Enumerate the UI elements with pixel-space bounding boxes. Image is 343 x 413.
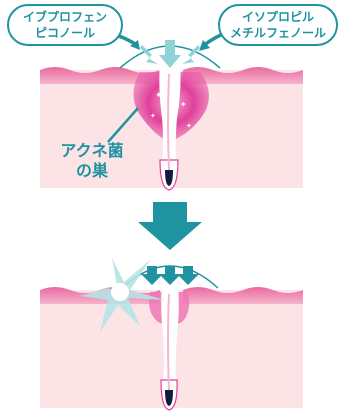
arrow-icon — [159, 40, 181, 68]
arrow-icon — [141, 266, 163, 285]
acne-nest-line1: アクネ菌 — [60, 141, 123, 160]
bottom-skin-panel — [40, 258, 303, 411]
top-skin-surface-band — [40, 67, 160, 84]
arrow-icon — [182, 45, 200, 64]
ingredient-right-bubble — [218, 4, 338, 46]
top-hair-shaft — [167, 73, 170, 171]
ingredient-right-line2: メチルフェノール — [230, 26, 326, 40]
top-pore-channel — [159, 60, 181, 165]
bottom-hair-root — [165, 390, 173, 406]
arrow-icon — [130, 40, 140, 50]
acne-nest-line2: の巣 — [76, 161, 109, 180]
top-inflow-arrows — [140, 40, 200, 68]
arrow-icon — [140, 45, 158, 64]
sparkle-icon: ✦ — [150, 112, 156, 120]
bottom-pore-channel — [161, 282, 179, 385]
sparkle-icon: ✦ — [186, 122, 192, 130]
ingredient-right-line1: イソプロピル — [242, 9, 314, 24]
bottom-skin-surface-band-right — [183, 287, 303, 304]
bottom-hair-shaft — [167, 293, 170, 393]
ingredient-left-line2: ピコノール — [35, 26, 95, 40]
arrow-icon — [177, 266, 199, 285]
arrow-icon — [159, 266, 181, 285]
transition-down-arrow — [138, 202, 202, 250]
arrow-icon — [199, 40, 210, 51]
top-skin-panel: ✦ ✦ ✦ ✦ イブプロフェン ピコノール イソプロピル メチルフェノール アク… — [7, 4, 338, 191]
sparkle-icon: ✦ — [155, 91, 163, 101]
top-skin-surface-band-right — [183, 67, 303, 84]
ingredient-left-bubble — [7, 4, 123, 46]
bottom-push-arrows — [141, 266, 199, 285]
starburst-icon — [80, 258, 165, 332]
acne-nest-pointer — [107, 107, 139, 143]
top-hair-root — [165, 170, 173, 186]
sparkle-icon: ✦ — [180, 100, 187, 109]
ingredient-left-line1: イブプロフェン — [23, 9, 107, 24]
